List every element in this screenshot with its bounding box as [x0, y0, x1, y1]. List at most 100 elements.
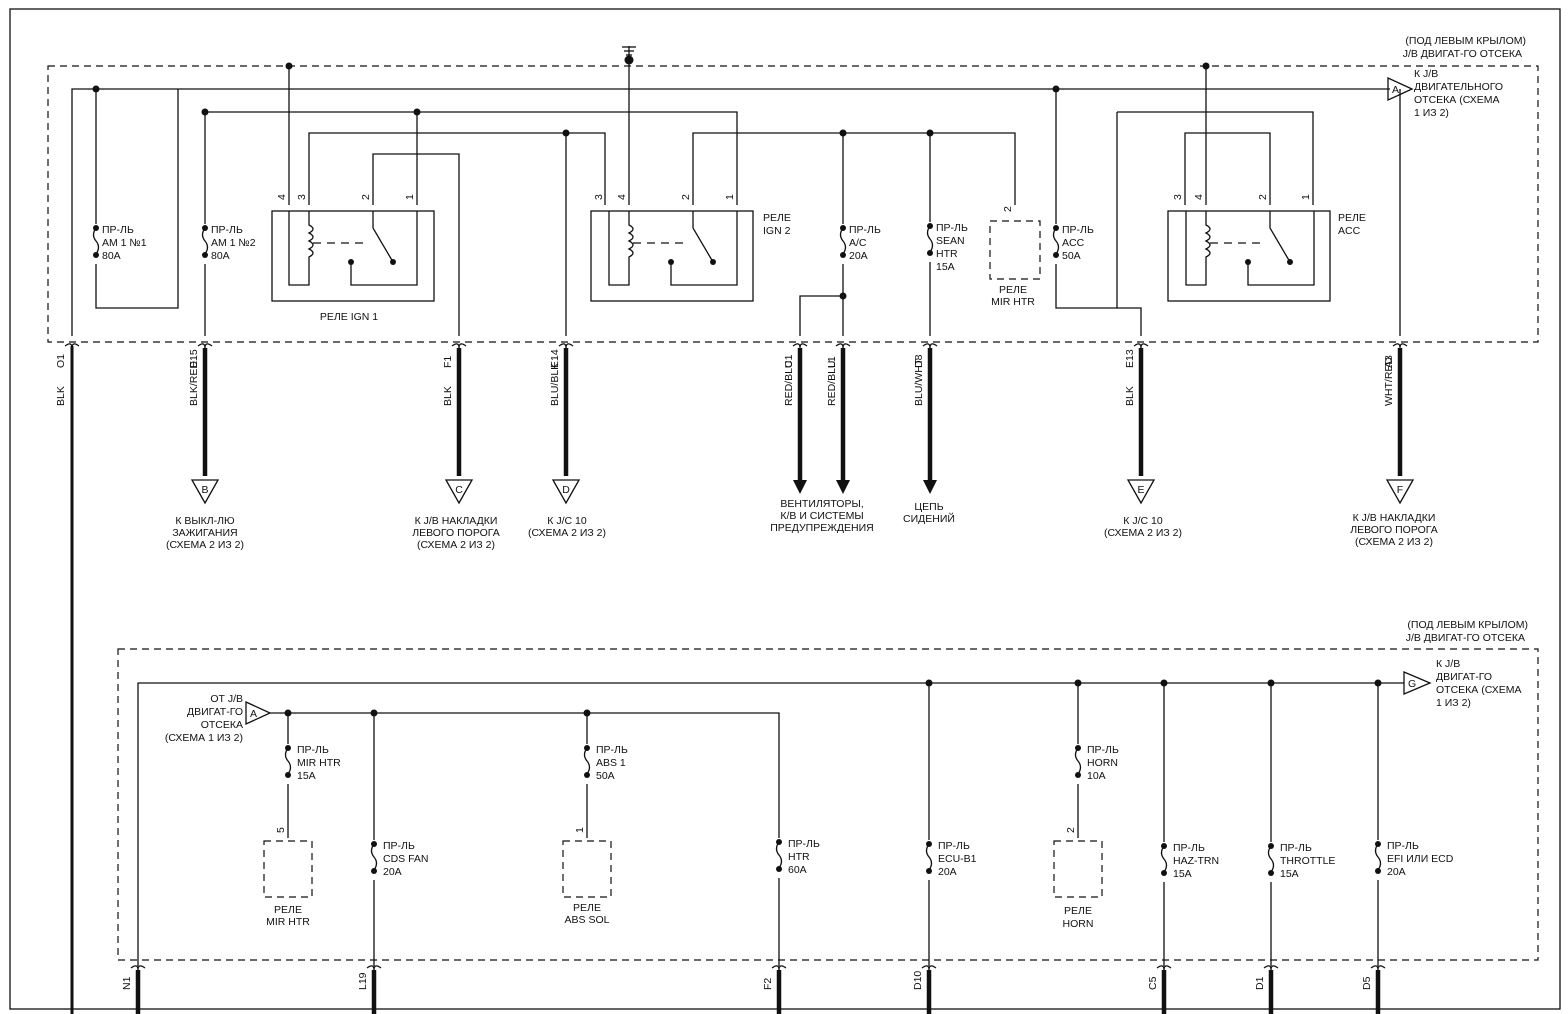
fuse-label: ПР-ЛЬ [936, 222, 968, 234]
destination-label: К J/B НАКЛАДКИ [1353, 512, 1436, 524]
fuse-icon [1074, 744, 1082, 784]
relay-internals [288, 211, 1315, 286]
wire-color-label: RED/BLU [826, 360, 838, 406]
relay-mir-htr-label-2: MIR HTR [991, 296, 1035, 308]
outer-frame [9, 8, 1561, 1010]
fuse-label: CDS FAN [383, 853, 429, 865]
connector-pin-id: N1 [121, 976, 133, 990]
fuse-label: 80A [102, 250, 121, 262]
relay-abs-sol-pin: 1 [574, 827, 586, 833]
connector-pin: F2K [762, 965, 787, 1014]
fuse-icon [1160, 842, 1168, 882]
ign1-pin-1: 1 [404, 194, 416, 200]
connector-pin-id: D10 [912, 971, 924, 990]
ign2-pin-4: 4 [616, 194, 628, 200]
relay-abs-sol-box [562, 840, 612, 898]
fuse-label: 20A [1387, 866, 1406, 878]
connector-pin: L19 [357, 965, 382, 1014]
destination-label: ЗАЖИГАНИЯ [172, 527, 237, 539]
relay-ign2-label-1: РЕЛЕ [763, 212, 791, 224]
connector-pin: D10 [912, 965, 937, 1014]
fuse-label: ПР-ЛЬ [1062, 224, 1094, 236]
offpage-g-text-2: ДВИГАТ-ГО [1436, 671, 1492, 683]
wire-color-label: BLU/BLK [549, 363, 561, 406]
destination-label: К/В И СИСТЕМЫ [780, 510, 863, 522]
destination-label: (СХЕМА 2 ИЗ 2) [528, 527, 606, 539]
fuse-icon [284, 744, 292, 784]
panel-1-title-line2: J/B ДВИГАТ-ГО ОТСЕКА [1403, 48, 1522, 60]
fuse-label: ПР-ЛЬ [383, 840, 415, 852]
destination-label: (СХЕМА 2 ИЗ 2) [1355, 536, 1433, 548]
ign2-pin-1: 1 [724, 194, 736, 200]
destination-label: СИДЕНИЙ [903, 512, 955, 525]
fuse-icon [370, 840, 378, 880]
destination-label: (СХЕМА 2 ИЗ 2) [417, 539, 495, 551]
panel-2-title-line1: (ПОД ЛЕВЫМ КРЫЛОМ) [1407, 619, 1528, 631]
destination-letter: B [201, 484, 208, 496]
relay-acc-box [1167, 210, 1331, 302]
relay-mir-htr-2-label-1: РЕЛЕ [274, 904, 302, 916]
connector-pin-id: C5 [1147, 976, 1159, 990]
fuse-label: ПР-ЛЬ [297, 744, 329, 756]
fuse-icon [92, 224, 100, 264]
fuse-label: 10A [1087, 770, 1106, 782]
destination-label: ЦЕПЬ [914, 501, 943, 513]
destination-label: ПРЕДУПРЕЖДЕНИЯ [770, 522, 874, 534]
ign1-pin-4: 4 [276, 194, 288, 200]
connector-pin-id: E13 [1124, 349, 1136, 368]
destination-letter: D [562, 484, 570, 496]
fuse-label: 20A [383, 866, 402, 878]
fuse-label: 20A [938, 866, 957, 878]
wire-color-label: WHT/RED [1383, 357, 1395, 406]
connector-pin-id: D1 [1254, 976, 1266, 990]
fuse-label: ПР-ЛЬ [102, 224, 134, 236]
wire-color-label: RED/BLU [783, 360, 795, 406]
ign2-pin-3: 3 [593, 194, 605, 200]
fuse-label: ПР-ЛЬ [596, 744, 628, 756]
fuse-label: ПР-ЛЬ [1280, 842, 1312, 854]
destination-letter: E [1137, 484, 1144, 496]
offpage-a-text-2: ДВИГАТЕЛЬНОГО [1414, 81, 1503, 93]
fuse-label: THROTTLE [1280, 855, 1335, 867]
destination-label: К J/B НАКЛАДКИ [415, 515, 498, 527]
destination-label: (СХЕМА 2 ИЗ 2) [166, 539, 244, 551]
offpage-destination-icon: F [1385, 479, 1415, 505]
acc-pin-3: 3 [1172, 194, 1184, 200]
connector-pin: D5D [1361, 965, 1386, 1014]
wire-color-label: BLK [1124, 386, 1136, 406]
mir-htr-pin: 2 [1002, 206, 1014, 212]
connector-pin-id: E15 [188, 349, 200, 368]
relay-acc-label-2: ACC [1338, 225, 1361, 237]
fuse-label: ACC [1062, 237, 1085, 249]
fuse-icon [925, 840, 933, 880]
relay-mir-htr-label-1: РЕЛЕ [999, 284, 1027, 296]
fuse-icon [926, 222, 934, 262]
fuse-label: 15A [1280, 868, 1299, 880]
fuse-label: 20A [849, 250, 868, 262]
destination-label: ЛЕВОГО ПОРОГА [412, 527, 500, 539]
destination-label: (СХЕМА 2 ИЗ 2) [1104, 527, 1182, 539]
destination-label: К J/C 10 [1123, 515, 1163, 527]
connector-pin-id: A3 [1383, 355, 1395, 368]
offpage-g-letter: G [1408, 678, 1416, 690]
panel-2-connectors: N1KL19F2KD10C5TD1KD5D [121, 965, 1386, 1014]
destination-letter: C [455, 484, 463, 496]
offpage-destination-icon: C [444, 479, 474, 505]
connector-pin-id: F2 [762, 978, 774, 990]
panel-2: (ПОД ЛЕВЫМ КРЫЛОМ) J/B ДВИГАТ-ГО ОТСЕКА … [117, 619, 1539, 1014]
fuse-label: 50A [1062, 250, 1081, 262]
destination-label: ВЕНТИЛЯТОРЫ, [780, 498, 863, 510]
fuse-label: ПР-ЛЬ [938, 840, 970, 852]
junction-block-1-outline [47, 65, 1539, 343]
relay-ign2-label-2: IGN 2 [763, 225, 791, 237]
relay-horn-box [1053, 840, 1103, 898]
relay-horn-label-2: HORN [1063, 918, 1094, 930]
